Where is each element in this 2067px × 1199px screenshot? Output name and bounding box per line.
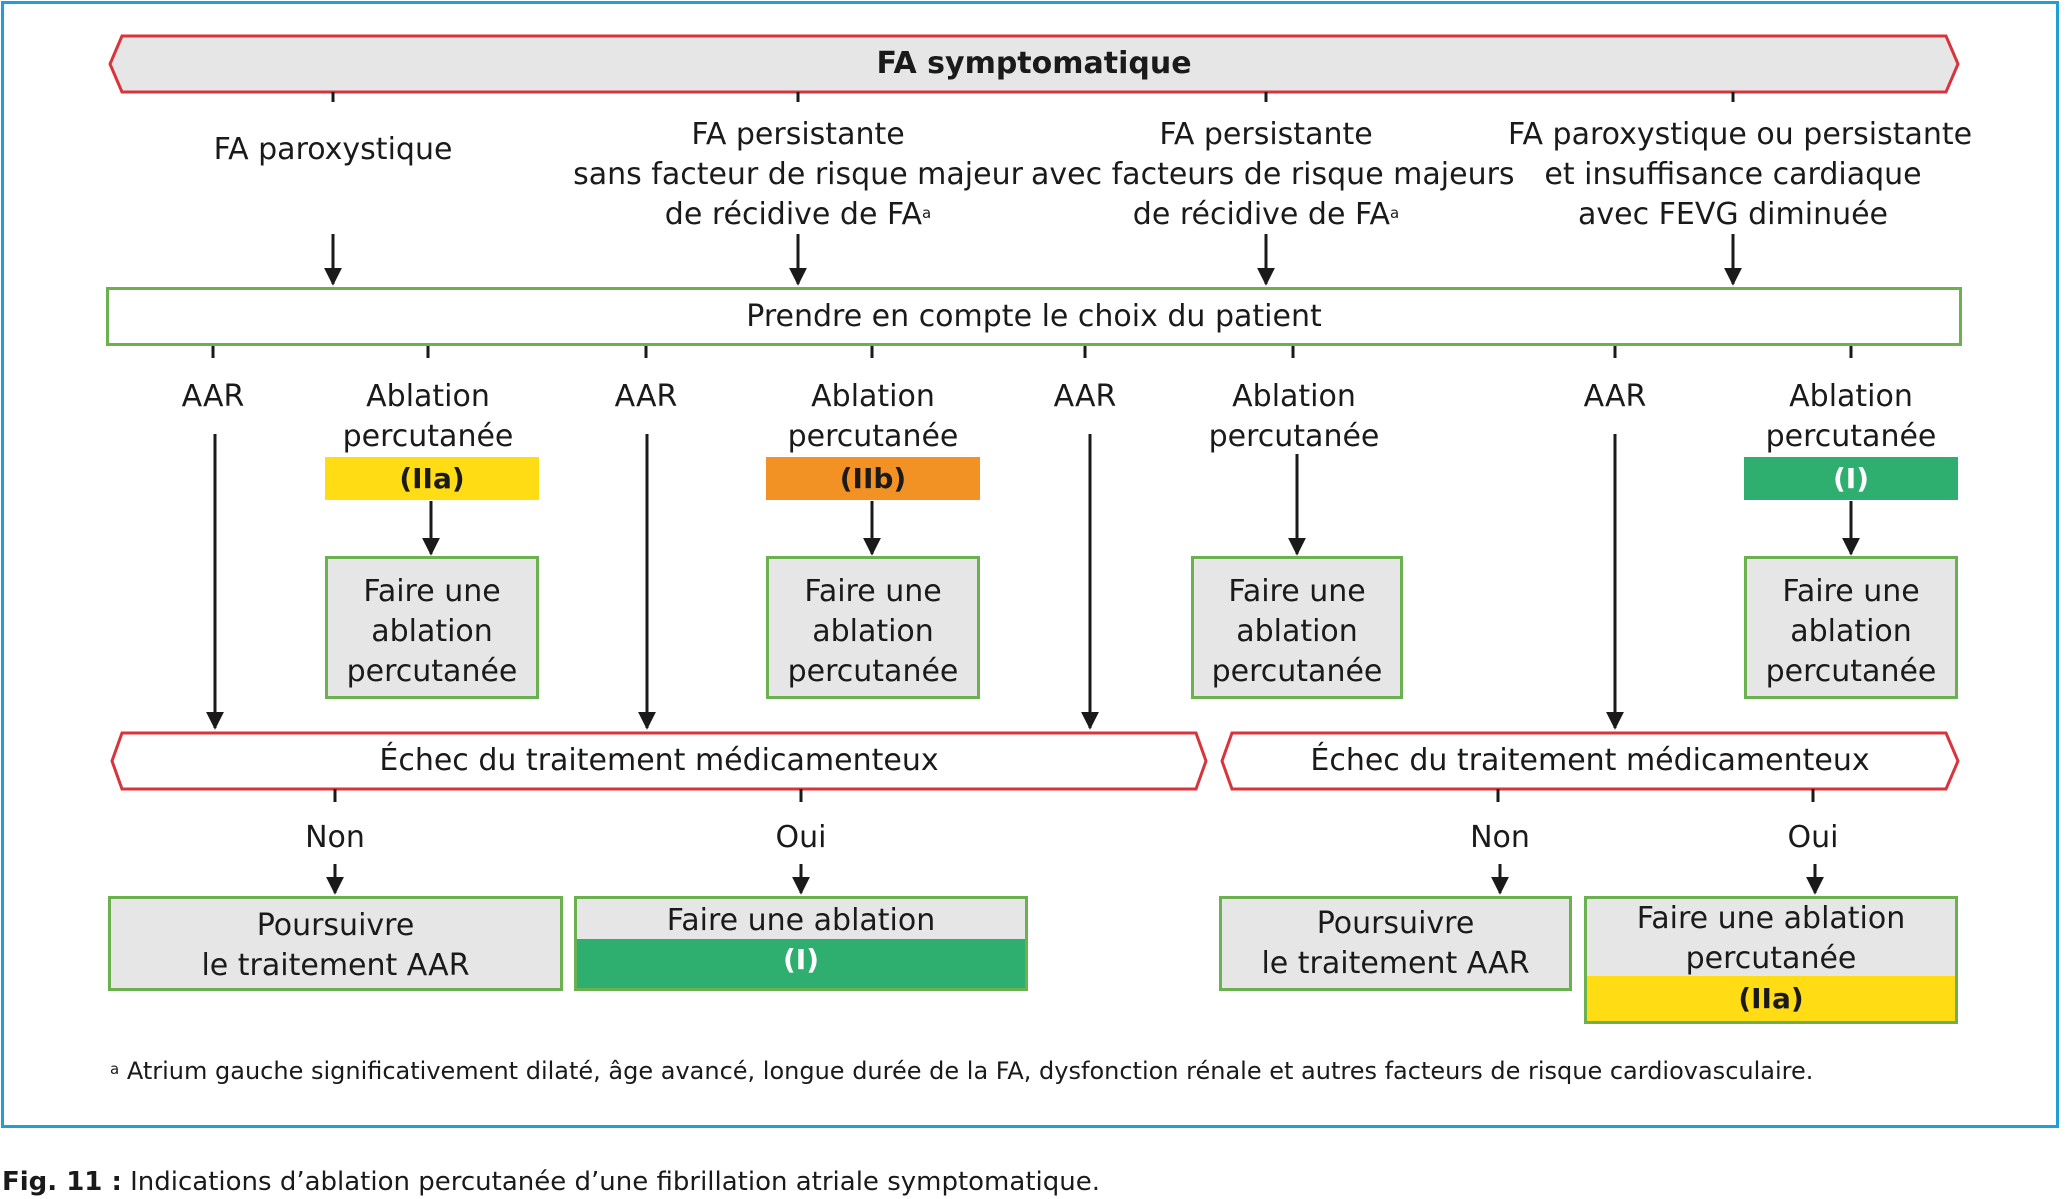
answer-yes-right: Oui (1787, 820, 1839, 855)
ablation-option-1: Ablation percutanée (342, 379, 514, 454)
failure-label-right: Échec du traitement médicamenteux (1310, 743, 1870, 778)
answer-no-right: Non (1470, 820, 1530, 855)
caption-text: Indications d’ablation percutanée d’une … (130, 1167, 1100, 1197)
level-badge-i-outcome: (I) (577, 939, 1025, 988)
category-3-line-3: de récidive de FAa (1132, 197, 1400, 232)
category-2-line-1: FA persistante (691, 117, 905, 152)
category-3: FA persistante avec facteurs de risque m… (1031, 115, 1515, 235)
category-1: FA paroxystique (183, 130, 483, 170)
answer-yes-left: Oui (775, 820, 827, 855)
answer-no-left: Non (305, 820, 365, 855)
category-4-line-2: et insuffisance cardiaque (1544, 157, 1922, 192)
category-4: FA paroxystique ou persistante et insuff… (1508, 115, 1973, 235)
aar-label-1: AAR (181, 379, 245, 414)
level-badge-iia: (IIa) (325, 457, 539, 500)
category-3-line-1: FA persistante (1159, 117, 1373, 152)
level-badge-iib: (IIb) (766, 457, 980, 500)
category-2-line-2: sans facteur de risque majeur (573, 157, 1023, 192)
failure-label-left: Échec du traitement médicamenteux (379, 743, 939, 778)
figure-frame (1, 1, 2059, 1128)
level-badge-iia-outcome: (IIa) (1587, 976, 1955, 1021)
level-badge-i: (I) (1744, 457, 1958, 500)
category-1-line-1: FA paroxystique (213, 132, 453, 167)
footnote-marker: a (921, 204, 932, 222)
figure-caption: Fig. 11 : Indications d’ablation percuta… (2, 1165, 1100, 1199)
category-4-line-3: avec FEVG diminuée (1577, 197, 1889, 232)
aar-label-3: AAR (1053, 379, 1117, 414)
ablation-option-3: Ablation percutanée (1208, 379, 1380, 454)
ablation-option-2: Ablation percutanée (787, 379, 959, 454)
patient-choice-box: Prendre en compte le choix du patient (106, 287, 1962, 346)
category-4-line-1: FA paroxystique ou persistante (1508, 117, 1973, 152)
aar-label-2: AAR (614, 379, 678, 414)
caption-label: Fig. 11 : (2, 1167, 122, 1197)
footnote-marker: a (1389, 204, 1400, 222)
header-title: FA symptomatique (876, 46, 1192, 81)
footnote: a Atrium gauche significativement dilaté… (110, 1057, 1814, 1085)
aar-label-4: AAR (1583, 379, 1647, 414)
category-2-line-3: de récidive de FAa (664, 197, 932, 232)
ablation-option-4: Ablation percutanée (1765, 379, 1937, 454)
category-3-line-2: avec facteurs de risque majeurs (1031, 157, 1515, 192)
category-2: FA persistante sans facteur de risque ma… (573, 115, 1023, 235)
